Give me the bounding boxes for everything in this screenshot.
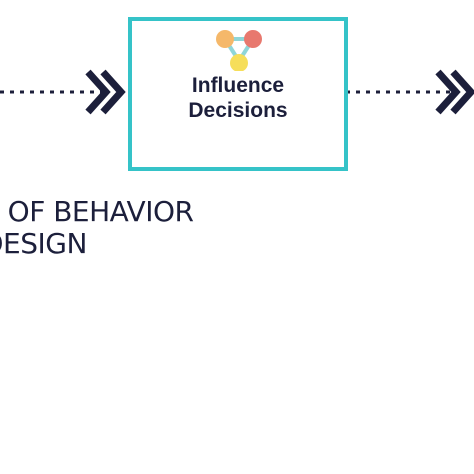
left-arrowhead-icon [85,69,126,115]
network-triangle-icon [216,30,262,71]
caption-line1: S OF BEHAVIOR [0,195,194,228]
node-label-line2: Decisions [188,99,288,122]
node-label-line1: Influence [191,74,285,97]
right-arrowhead-icon [435,69,474,115]
caption-line2: DESIGN [0,227,87,260]
diagram-caption: S OF BEHAVIOR DESIGN [0,195,194,260]
node-label: Influence Decisions [132,73,344,123]
influence-decisions-node: Influence Decisions [128,17,348,171]
